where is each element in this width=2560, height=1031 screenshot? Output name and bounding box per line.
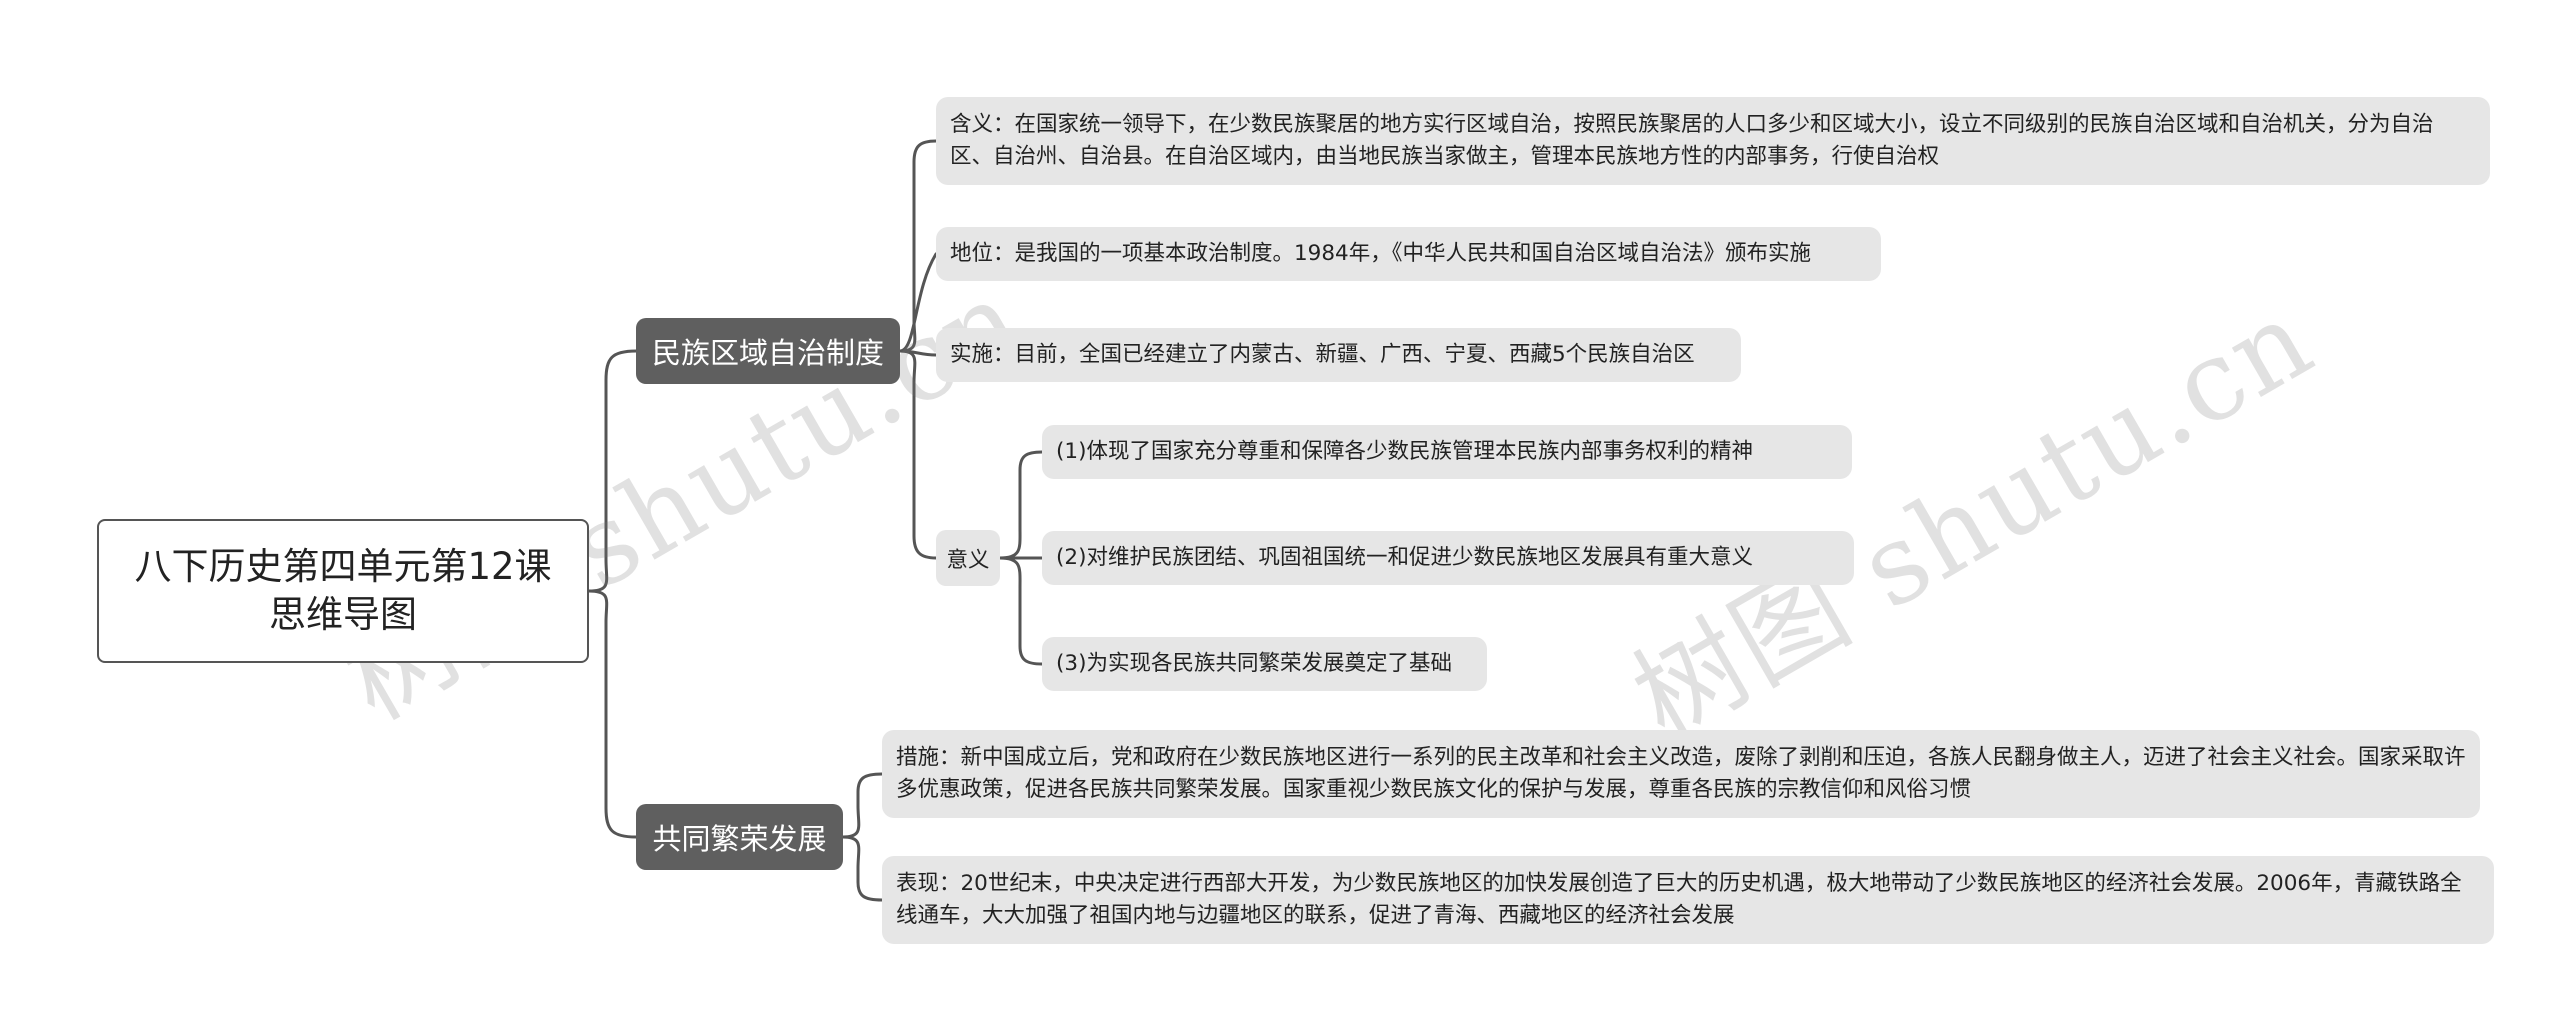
connector-branch2-leaf2 bbox=[841, 835, 884, 902]
connector-root-branch2 bbox=[587, 589, 638, 839]
leaf-text: 表现：20世纪末，中央决定进行西部大开发，为少数民族地区的加快发展创造了巨大的历… bbox=[896, 871, 2462, 928]
leaf-node-significance-2[interactable]: (2)对维护民族团结、巩固祖国统一和促进少数民族地区发展具有重大意义 bbox=[1042, 531, 1854, 585]
leaf-text: 措施：新中国成立后，党和政府在少数民族地区进行一系列的民主改革和社会主义改造，废… bbox=[896, 745, 2466, 802]
leaf-text: 含义：在国家统一领导下，在少数民族聚居的地方实行区域自治，按照民族聚居的人口多少… bbox=[950, 112, 2434, 169]
leaf-text: 实施：目前，全国已经建立了内蒙古、新疆、广西、宁夏、西藏5个民族自治区 bbox=[950, 342, 1695, 367]
connector-sub-leaf1 bbox=[998, 450, 1044, 560]
connector-branch2-leaf1 bbox=[841, 772, 884, 839]
leaf-node-significance-3[interactable]: (3)为实现各民族共同繁荣发展奠定了基础 bbox=[1042, 637, 1487, 691]
connector-sub-leaf3 bbox=[998, 556, 1044, 666]
leaf-text: 地位：是我国的一项基本政治制度。1984年，《中华人民共和国自治区域自治法》颁布… bbox=[950, 241, 1811, 266]
branch-node-ethnic-autonomy[interactable]: 民族区域自治制度 bbox=[636, 318, 900, 384]
leaf-node-status[interactable]: 地位：是我国的一项基本政治制度。1984年，《中华人民共和国自治区域自治法》颁布… bbox=[936, 227, 1881, 281]
leaf-node-measures[interactable]: 措施：新中国成立后，党和政府在少数民族地区进行一系列的民主改革和社会主义改造，废… bbox=[882, 730, 2480, 818]
connector-branch1-sub bbox=[898, 349, 938, 560]
leaf-node-implementation[interactable]: 实施：目前，全国已经建立了内蒙古、新疆、广西、宁夏、西藏5个民族自治区 bbox=[936, 328, 1741, 382]
sub-node-significance[interactable]: 意义 bbox=[936, 530, 1000, 586]
connector-branch1-leaf1 bbox=[898, 139, 938, 353]
leaf-node-performance[interactable]: 表现：20世纪末，中央决定进行西部大开发，为少数民族地区的加快发展创造了巨大的历… bbox=[882, 856, 2494, 944]
leaf-node-significance-1[interactable]: (1)体现了国家充分尊重和保障各少数民族管理本民族内部事务权利的精神 bbox=[1042, 425, 1852, 479]
branch-node-common-prosperity[interactable]: 共同繁荣发展 bbox=[636, 804, 843, 870]
leaf-text: (3)为实现各民族共同繁荣发展奠定了基础 bbox=[1056, 651, 1452, 676]
connector-root-branch1 bbox=[587, 349, 638, 593]
root-node-title[interactable]: 八下历史第四单元第12课思维导图 bbox=[97, 519, 589, 663]
leaf-node-meaning[interactable]: 含义：在国家统一领导下，在少数民族聚居的地方实行区域自治，按照民族聚居的人口多少… bbox=[936, 97, 2490, 185]
connector-branch1-leaf2 bbox=[898, 252, 938, 353]
leaf-text: (2)对维护民族团结、巩固祖国统一和促进少数民族地区发展具有重大意义 bbox=[1056, 545, 1753, 570]
leaf-text: (1)体现了国家充分尊重和保障各少数民族管理本民族内部事务权利的精神 bbox=[1056, 439, 1753, 464]
